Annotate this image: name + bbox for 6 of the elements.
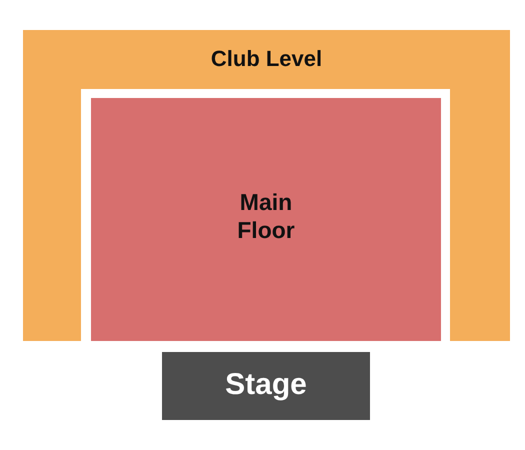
club-level-section: [23, 30, 510, 341]
section-label: Club Level: [210, 46, 324, 72]
main-floor-section: [91, 98, 441, 341]
section-label: Main Floor: [236, 188, 296, 244]
stage: [162, 352, 370, 420]
section-label: Stage: [224, 368, 308, 402]
